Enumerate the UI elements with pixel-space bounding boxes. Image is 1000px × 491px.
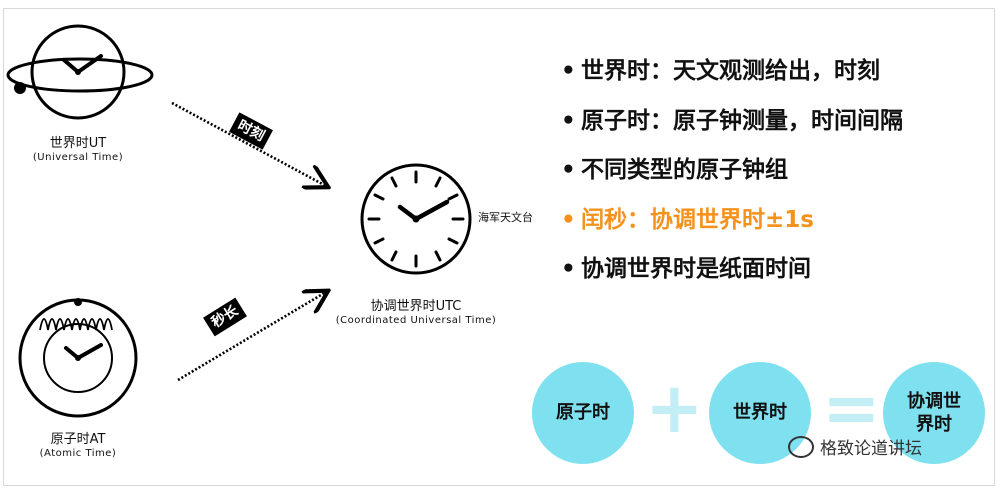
utc-sublabel: (Coordinated Universal Time)	[335, 314, 497, 326]
bullet-item: •协调世界时是纸面时间	[561, 250, 903, 300]
ut-label: 世界时UT	[49, 136, 107, 151]
utc-label: 协调世界时UTC	[370, 299, 462, 314]
bullet-dot: •	[561, 107, 576, 134]
watermark: 格致论道讲坛	[788, 434, 922, 459]
bubble-atomic-time: 原子时	[532, 362, 634, 464]
ut-clock-icon	[6, 24, 154, 120]
bullet-text: 闰秒：协调世界时±1s	[581, 206, 814, 233]
bullet-text: 原子时：原子钟测量，时间间隔	[581, 107, 903, 134]
bullet-dot: •	[561, 256, 576, 282]
slide-frame	[3, 8, 995, 486]
at-caption: 原子时AT (Atomic Time)	[18, 432, 138, 459]
at-sublabel: (Atomic Time)	[39, 447, 117, 459]
plus-sign: +	[645, 367, 704, 449]
bullet-text: 世界时：天文观测给出，时刻	[581, 58, 880, 84]
at-clock-icon	[18, 298, 138, 418]
bullet-dot: •	[561, 58, 576, 84]
bullet-text: 协调世界时是纸面时间	[581, 256, 811, 282]
bullet-item-highlight: •闰秒：协调世界时±1s	[561, 201, 903, 251]
bubble-utc-line1: 协调世	[907, 390, 961, 412]
equals-sign: =	[822, 367, 881, 449]
bullet-dot: •	[561, 206, 576, 233]
bullet-text: 不同类型的原子钟组	[581, 157, 788, 183]
arrow-ut-to-utc	[171, 101, 326, 186]
ut-caption: 世界时UT (Universal Time)	[18, 136, 138, 163]
bullet-list: •世界时：天文观测给出，时刻 •原子时：原子钟测量，时间间隔 •不同类型的原子钟…	[561, 52, 903, 300]
utc-clock-icon	[360, 163, 472, 275]
ut-sublabel: (Universal Time)	[32, 151, 124, 163]
wechat-icon	[788, 435, 814, 458]
utc-caption: 协调世界时UTC (Coordinated Universal Time)	[316, 299, 516, 326]
bullet-item: •不同类型的原子钟组	[561, 151, 903, 201]
bubble-utc: 协调世 界时	[883, 362, 985, 464]
observatory-label: 海军天文台	[478, 211, 533, 224]
bullet-item: •世界时：天文观测给出，时刻	[561, 52, 903, 102]
bullet-dot: •	[561, 157, 576, 183]
bubble-utc-line2: 界时	[916, 414, 952, 435]
at-label: 原子时AT	[50, 432, 106, 447]
arrow-at-to-utc	[177, 292, 326, 382]
bullet-item: •原子时：原子钟测量，时间间隔	[561, 102, 903, 152]
watermark-text: 格致论道讲坛	[820, 439, 922, 459]
